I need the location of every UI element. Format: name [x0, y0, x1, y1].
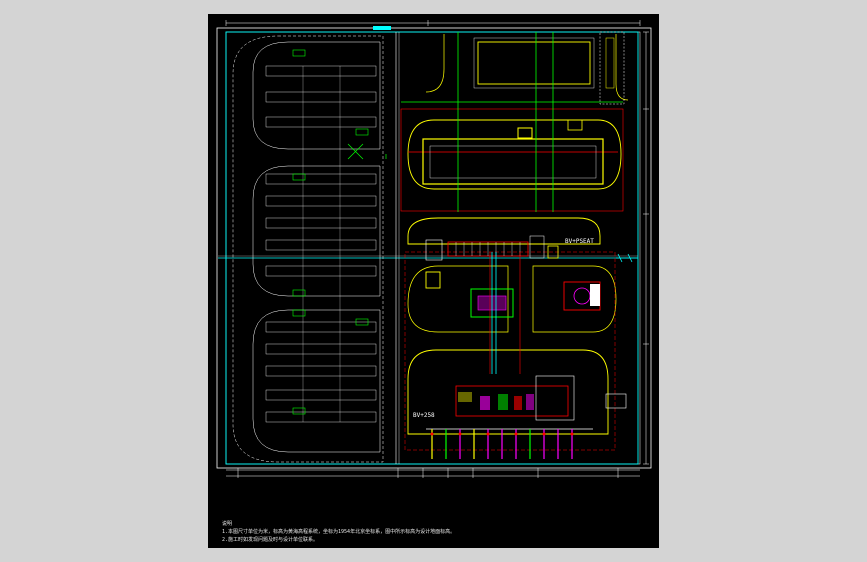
site-boundary [225, 31, 639, 465]
block-south [252, 309, 381, 453]
road-loop-service-left [407, 265, 509, 333]
road-loop-north [407, 119, 622, 190]
road-loop-middle [407, 217, 601, 245]
building-main-hall [422, 138, 604, 185]
top-dimension-line [225, 20, 641, 26]
notes-line-2: 2.施工时如发现问题及时与设计单位联系。 [222, 537, 319, 543]
right-dimension-lines [643, 31, 649, 465]
inner-frame [225, 31, 641, 465]
pipeline-vertical [491, 252, 497, 374]
road-loop-south [407, 349, 609, 435]
red-fence-south [404, 251, 616, 451]
green-access-markers [347, 143, 387, 160]
equipment-left-unit [425, 271, 441, 289]
label-pad-a: BV+PSEAT [565, 238, 594, 245]
bottom-dimension-lines [226, 468, 640, 478]
building-north-block [477, 41, 591, 85]
lot-subdividers [302, 66, 341, 422]
left-road-outline [232, 35, 384, 463]
label-pad-b: BV+258 [413, 412, 435, 419]
road-northeast [615, 34, 629, 101]
notes-line-1: 1.本图尺寸单位为米，标高为黄海高程系统，坐标为1954年北京坐标系，图中所示标… [222, 529, 456, 535]
lot-rows [265, 65, 377, 423]
manifold-valve-marks [430, 432, 574, 436]
red-fence-north [400, 108, 624, 212]
road-loop-service-right [532, 265, 617, 333]
lot-green-marks [292, 49, 369, 415]
site-plan-drawing [216, 20, 652, 478]
green-grid [401, 32, 623, 212]
process-equipment-colored [458, 392, 534, 410]
drawing-sheet: BV+PSEAT BV+258 说明 1.本图尺寸单位为米，标高为黄海高程系统，… [208, 14, 659, 548]
outer-frame [216, 27, 652, 469]
manifold-outlets [431, 429, 573, 459]
road-northwest-corner [425, 34, 445, 93]
block-middle [252, 165, 381, 297]
block-north [252, 41, 381, 150]
notes-title: 说明 [222, 521, 233, 527]
process-skid [455, 385, 569, 417]
